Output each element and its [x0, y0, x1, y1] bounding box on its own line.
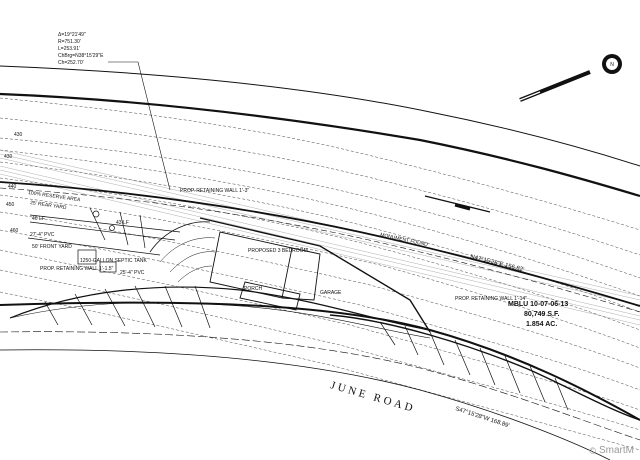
road-name-label: JUNE ROAD: [329, 379, 417, 415]
curve-leader: [108, 61, 171, 191]
pvc-25-label: 25'-4" PVC: [120, 270, 145, 276]
curve-length: L=253.91': [58, 46, 80, 52]
garage-label: GARAGE: [320, 290, 342, 296]
elevation-label: 430: [14, 132, 23, 138]
lf-40-label: 40 LF: [32, 216, 45, 222]
monument-marker: [424, 195, 491, 213]
watermark: © SmartM: [589, 445, 634, 456]
septic-system: [27, 207, 181, 273]
curve-radius: R=751.30': [58, 39, 81, 45]
svg-text:N: N: [610, 62, 614, 68]
curve-chord: Ch=252.70': [58, 60, 84, 66]
septic-tank-label: 1250-GALLON SEPTIC TANK: [80, 258, 147, 264]
elevation-label: 450: [6, 202, 15, 208]
slope-hatching: [0, 149, 640, 326]
bearing-bottom-label: S47°15'28"W 168.89': [454, 406, 510, 429]
retaining-wall-top-label: PROP. RETAINING WALL 1'-3": [180, 188, 249, 194]
elevation-label: 440: [8, 184, 17, 190]
porch-label: PORCH: [244, 286, 262, 292]
retaining-wall-left-label: PROP. RETAINING WALL 1'-1.5": [40, 266, 114, 272]
proposed-house-footprint: [149, 217, 431, 333]
elevation-label: 460: [10, 228, 19, 234]
copyright-icon: ©: [589, 445, 596, 456]
mblu-label: MBLU 10-07-06-13: [508, 301, 568, 308]
curve-chord-bearing: ChBrg=N38°15'29"E: [58, 53, 104, 59]
front-yard-label: 50' FRONT YARD: [32, 244, 72, 250]
right-of-way-lines: [0, 65, 640, 313]
north-arrow-icon: N: [519, 54, 622, 102]
bearing-top-label: N47°15'28"E 156.82': [470, 254, 525, 273]
proposed-bedroom-label: PROPOSED 3 BEDROOM: [248, 248, 308, 254]
rear-yard-label: 25' REAR YARD: [30, 200, 67, 211]
monument-found-label: MONUMENT FOUND: [380, 232, 429, 248]
watermark-text: SmartM: [599, 445, 634, 456]
curve-data-block: Δ=19°21'49" R=751.30' L=253.91' ChBrg=N3…: [58, 32, 104, 66]
retaining-wall-bottom: [9, 285, 640, 421]
area-sf-label: 80,749 S.F.: [524, 311, 559, 318]
elevation-label: 430: [4, 154, 13, 160]
retaining-wall-right-label: PROP. RETAINING WALL 1'-14": [455, 296, 527, 302]
contour-lines: [0, 97, 640, 451]
pvc-27-label: 27'-4" PVC: [30, 232, 55, 238]
curve-delta: Δ=19°21'49": [58, 32, 86, 38]
area-ac-label: 1.854 AC.: [526, 321, 557, 328]
lf-43-label: 43 LF: [116, 220, 129, 226]
june-road-lines: [0, 301, 640, 460]
